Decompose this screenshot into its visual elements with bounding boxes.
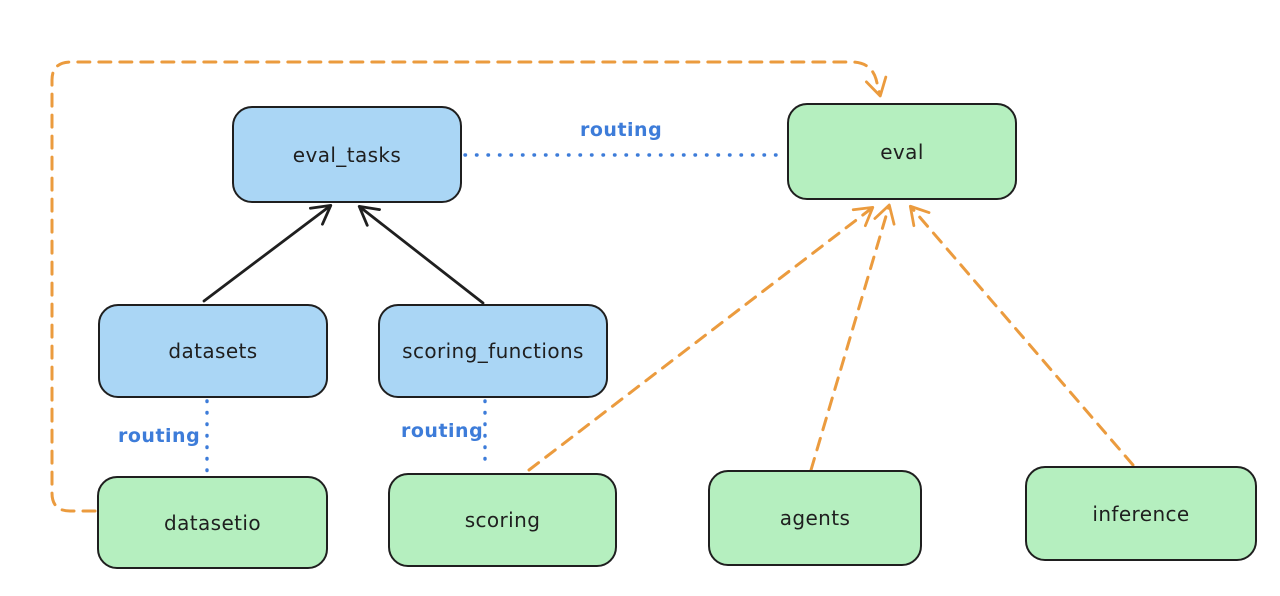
node-agents: agents: [708, 470, 922, 566]
edge-datasets-to-eval-tasks: [202, 203, 333, 303]
edge-inference-to-eval: [908, 204, 1135, 467]
edge-scoring-to-eval: [527, 205, 875, 472]
edge-label-routing-scoring-functions-scoring: routing: [401, 420, 484, 442]
edge-label-routing-datasets-datasetio: routing: [118, 425, 201, 447]
node-eval-label: eval: [880, 139, 924, 164]
edge-agents-to-eval: [809, 203, 896, 472]
edge-datasetio-to-eval: [50, 60, 888, 513]
node-scoring-label: scoring: [464, 508, 541, 532]
node-eval: eval: [787, 103, 1017, 200]
node-inference-label: inference: [1092, 501, 1190, 526]
node-inference: inference: [1025, 466, 1257, 561]
node-scoring: scoring: [388, 473, 617, 567]
edge-scoring-functions-to-eval-tasks: [357, 204, 485, 305]
node-datasetio: datasetio: [97, 476, 328, 569]
node-datasetio-label: datasetio: [163, 510, 261, 535]
node-scoring-functions: scoring_functions: [378, 304, 608, 398]
node-eval-tasks-label: eval_tasks: [292, 142, 402, 167]
node-agents-label: agents: [779, 506, 851, 530]
edge-label-routing-eval-tasks-eval: routing: [580, 119, 663, 141]
node-scoring-functions-label: scoring_functions: [402, 339, 584, 363]
node-datasets-label: datasets: [168, 339, 258, 363]
node-eval-tasks: eval_tasks: [232, 106, 462, 203]
node-datasets: datasets: [98, 304, 328, 398]
